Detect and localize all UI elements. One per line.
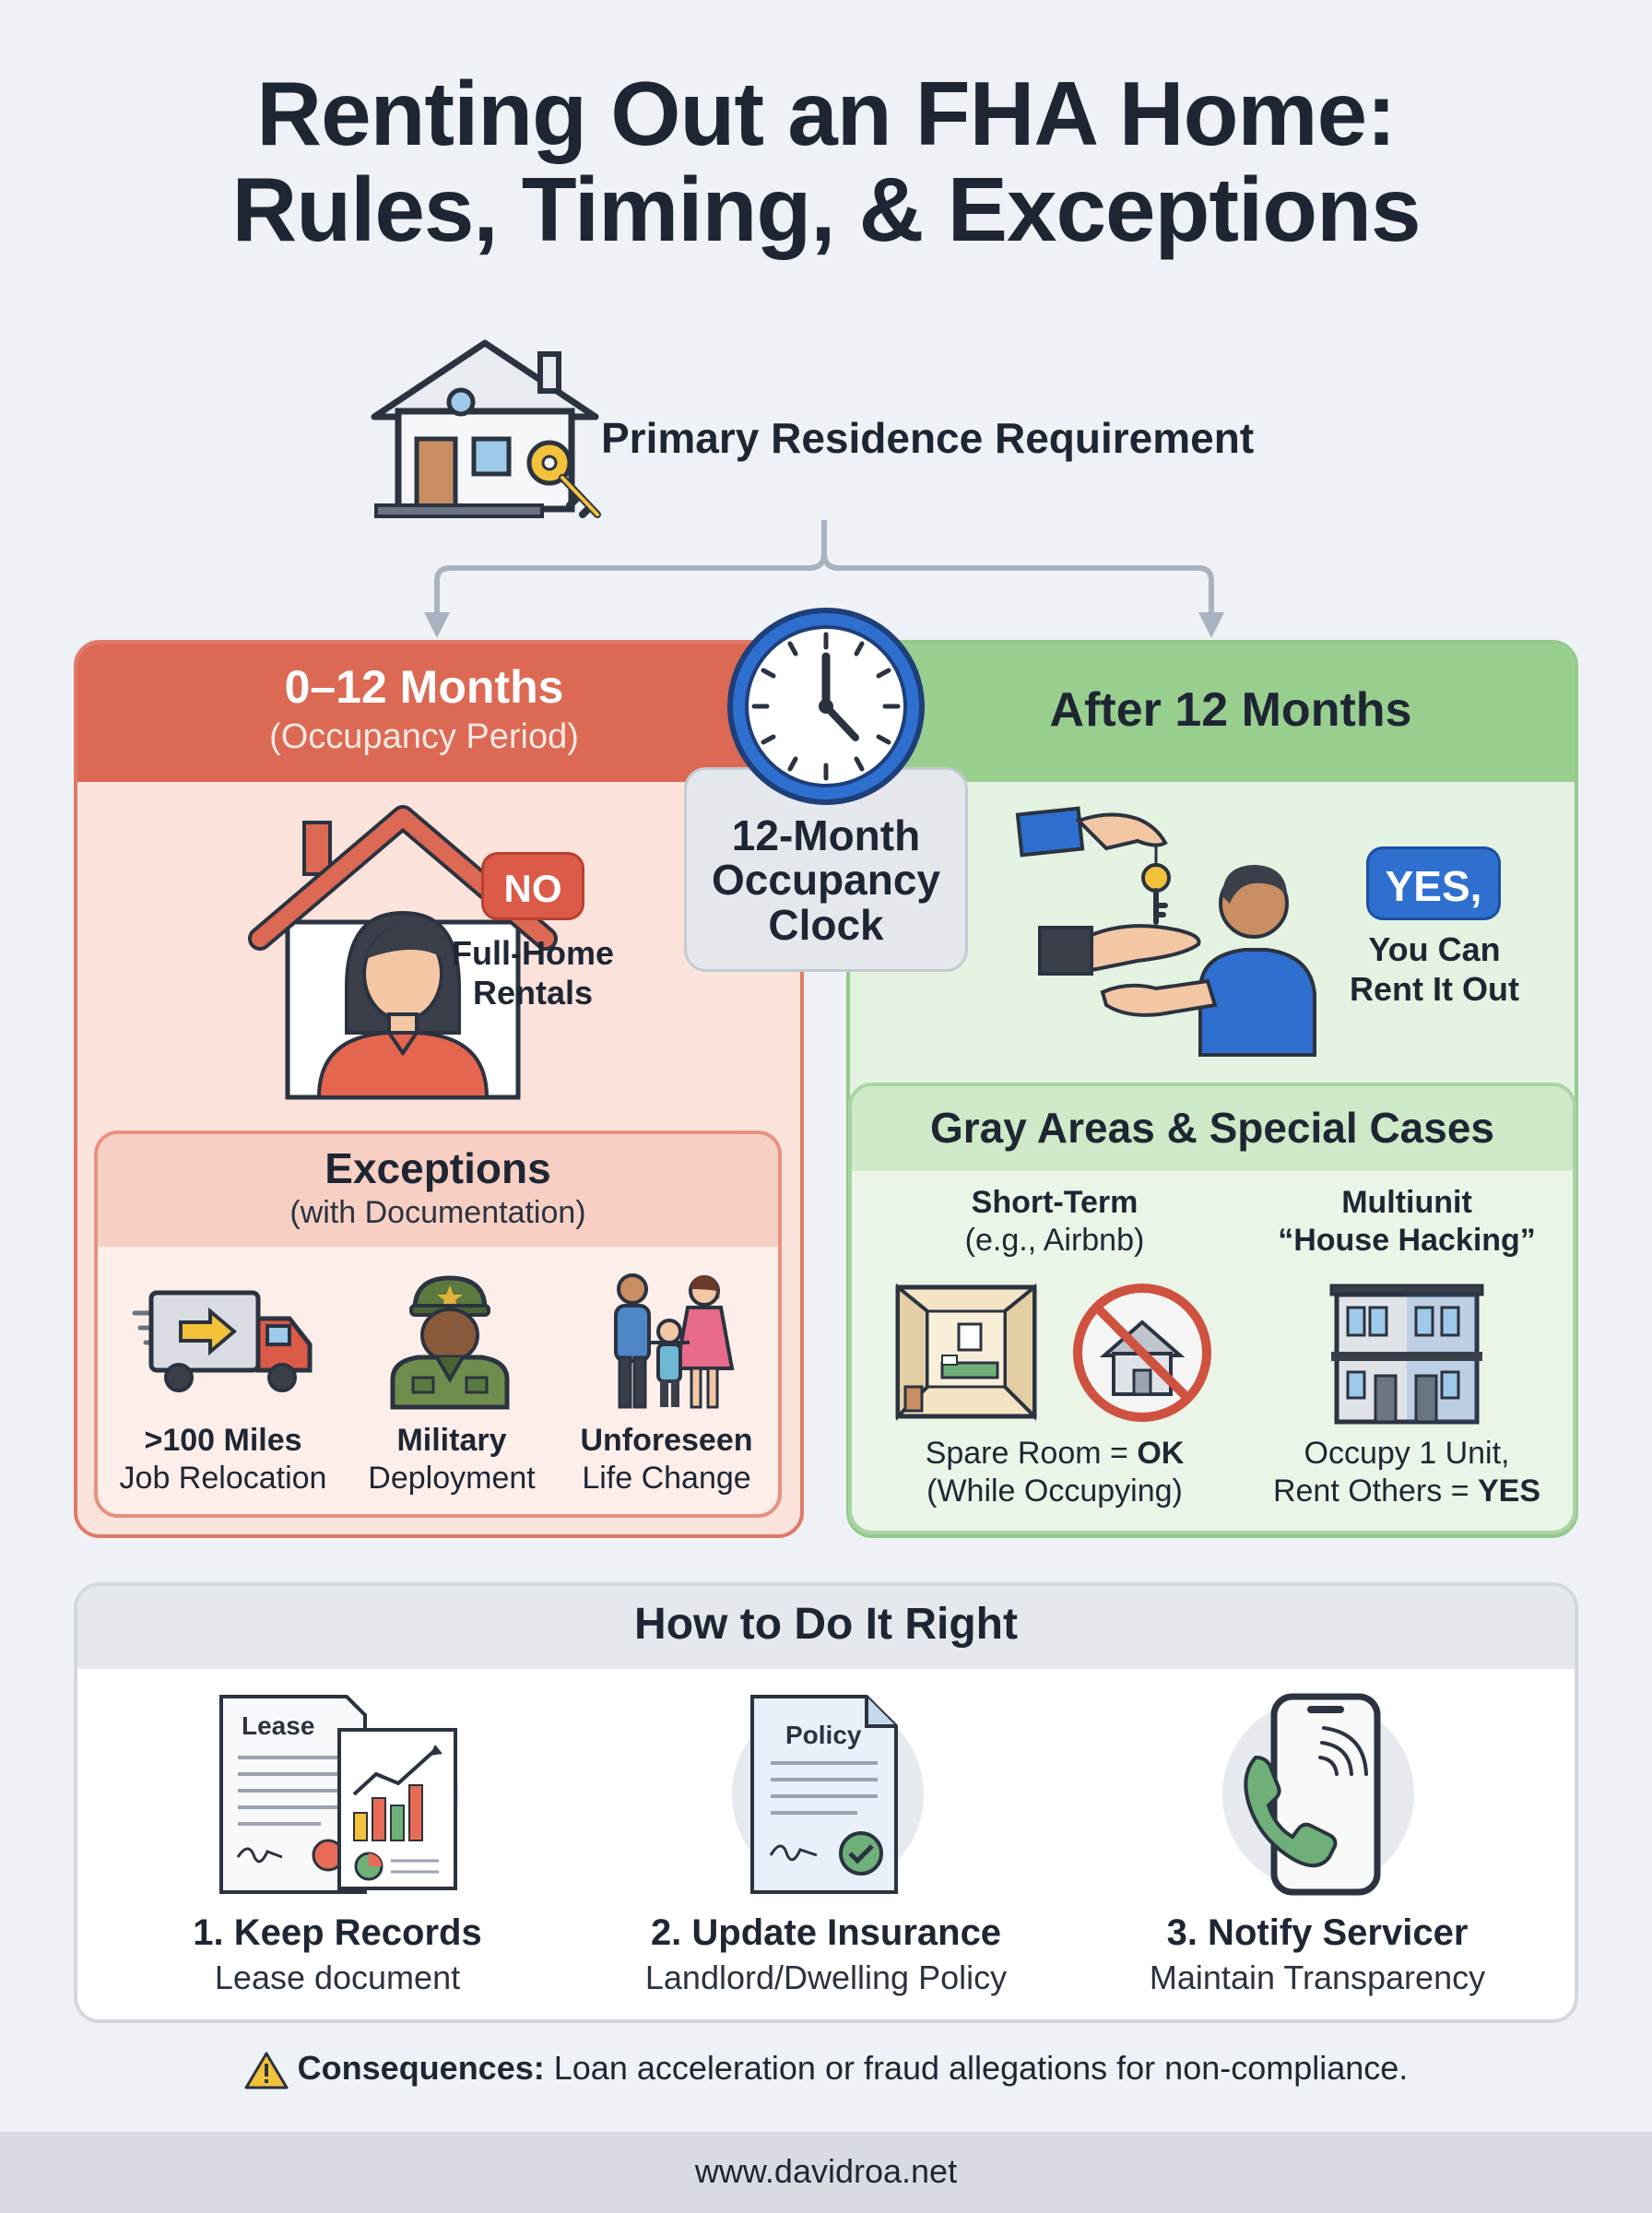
spare-room-prefix: Spare Room = — [925, 1436, 1138, 1471]
step-keep-records-title: 1. Keep Records — [193, 1912, 482, 1953]
full-home-rentals-caption: Full-Home Rentals — [431, 933, 634, 1012]
clock-icon — [727, 608, 925, 805]
branch-arrows — [424, 520, 1224, 638]
step-notify-servicer-subtitle: Maintain Transparency — [1149, 1959, 1486, 1996]
rent-it-out-line: Rent It Out — [1350, 970, 1519, 1009]
rent-others-yes: YES — [1478, 1473, 1541, 1509]
spare-room-ok: OK — [1137, 1436, 1185, 1471]
house-hacking-title: “House Hacking” — [1278, 1223, 1536, 1259]
short-term-title: Short-Term — [971, 1185, 1139, 1220]
rent-others-prefix: Rent Others = — [1272, 1473, 1478, 1509]
consequences-text: Loan acceleration or fraud allegations f… — [544, 2049, 1409, 2087]
soldier-icon — [390, 1275, 510, 1410]
exception-military: Military Deployment — [350, 1422, 553, 1498]
relocation-distance: >100 Miles — [144, 1423, 302, 1458]
step-notify-servicer-title: 3. Notify Servicer — [1166, 1912, 1469, 1953]
gray-areas-title: Gray Areas & Special Cases — [930, 1104, 1494, 1152]
full-home-line: Full-Home — [452, 934, 614, 972]
spare-room-icon — [895, 1283, 1037, 1421]
clock-line-2: Occupancy — [712, 856, 940, 905]
exception-life-change: Unforeseen Life Change — [560, 1422, 773, 1498]
military-text: Deployment — [368, 1461, 536, 1497]
consequences-label: Consequences: — [297, 2049, 545, 2087]
spare-room-caption: Spare Room = OK (While Occupying) — [870, 1435, 1239, 1511]
exception-relocation: >100 Miles Job Relocation — [109, 1422, 337, 1498]
multiunit-caption: Occupy 1 Unit, Rent Others = YES — [1232, 1435, 1582, 1511]
multiunit-heading: Multiunit “House Hacking” — [1232, 1184, 1582, 1260]
multiunit-title: Multiunit — [1341, 1185, 1472, 1220]
life-change-text: Life Change — [582, 1461, 751, 1497]
short-term-heading: Short-Term (e.g., Airbnb) — [870, 1184, 1239, 1260]
policy-document-icon — [732, 1695, 924, 1894]
occupancy-clock-label: 12-Month Occupancy Clock — [684, 813, 968, 947]
clock-line-3: Clock — [768, 900, 884, 949]
key-handoff-icon — [1015, 806, 1316, 1057]
no-whole-house-icon — [1073, 1284, 1211, 1422]
rent-it-out-caption: You Can Rent It Out — [1326, 929, 1543, 1009]
lease-doc-label: Lease — [242, 1711, 315, 1740]
rentals-line: Rentals — [472, 974, 594, 1012]
house-key-icon — [371, 339, 601, 518]
how-to-title: How to Do It Right — [634, 1600, 1018, 1649]
phone-call-icon — [1222, 1693, 1414, 1896]
consequences-note: Consequences: Loan acceleration or fraud… — [0, 2049, 1652, 2089]
multiunit-building-icon — [1329, 1284, 1484, 1425]
no-badge: NO — [481, 852, 584, 920]
step-update-insurance-subtitle: Landlord/Dwelling Policy — [644, 1959, 1008, 1996]
occupancy-period-heading: 0–12 Months — [284, 661, 564, 713]
after-12-months-heading: After 12 Months — [1049, 683, 1412, 737]
title-line-2: Rules, Timing, & Exceptions — [231, 158, 1421, 260]
military-bold: Military — [396, 1423, 507, 1458]
lease-document-icon — [219, 1695, 459, 1894]
short-term-example: (e.g., Airbnb) — [964, 1223, 1145, 1259]
exceptions-title: Exceptions — [324, 1144, 551, 1192]
while-occupying: (While Occupying) — [926, 1473, 1183, 1509]
clock-line-1: 12-Month — [731, 811, 921, 859]
occupy-one-unit: Occupy 1 Unit, — [1304, 1436, 1510, 1471]
footer-bar — [0, 2132, 1652, 2213]
moving-truck-icon — [132, 1290, 313, 1392]
page-title: Renting Out an FHA Home: Rules, Timing, … — [0, 63, 1652, 260]
requirement-label: Primary Residence Requirement — [601, 414, 1255, 462]
footer-url[interactable]: www.davidroa.net — [694, 2152, 958, 2190]
relocation-text: Job Relocation — [119, 1461, 327, 1497]
title-line-1: Renting Out an FHA Home: — [256, 63, 1396, 164]
policy-doc-label: Policy — [785, 1721, 862, 1749]
occupancy-period-subheading: (Occupancy Period) — [269, 717, 579, 756]
step-keep-records-subtitle: Lease document — [214, 1959, 461, 1996]
life-change-bold: Unforeseen — [580, 1423, 753, 1458]
family-icon — [614, 1273, 735, 1409]
yes-badge: YES, — [1366, 846, 1501, 920]
you-can-line: You Can — [1368, 930, 1501, 968]
exceptions-subtitle: (with Documentation) — [289, 1195, 586, 1230]
step-update-insurance-title: 2. Update Insurance — [650, 1912, 1002, 1953]
warning-icon — [244, 2052, 289, 2089]
